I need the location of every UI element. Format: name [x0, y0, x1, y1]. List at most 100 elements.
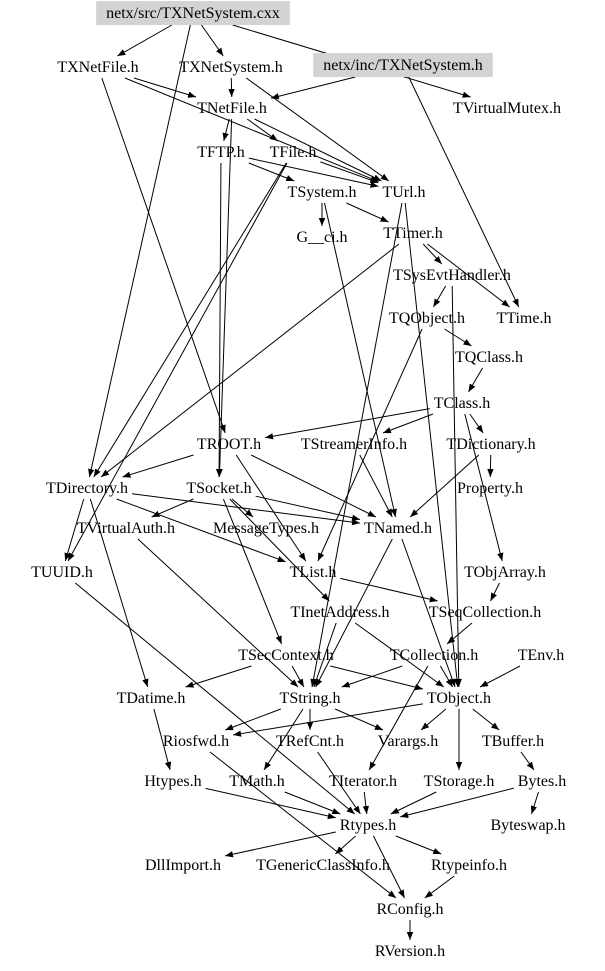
node-label: TFile.h: [270, 144, 317, 161]
node-dllimport[interactable]: DllImport.h: [145, 857, 221, 874]
node-ttimer[interactable]: TTimer.h: [383, 225, 442, 242]
edge-tdirectory-to-tdatime: [89, 498, 149, 688]
node-label: TQClass.h: [455, 349, 523, 366]
node-tnamed[interactable]: TNamed.h: [364, 520, 432, 537]
node-tstring[interactable]: TString.h: [280, 690, 341, 707]
node-label: Bytes.h: [518, 773, 566, 790]
edge-tvirtualauth-to-tstring: [137, 538, 299, 688]
node-troot[interactable]: TROOT.h: [197, 436, 261, 453]
node-tobjarray[interactable]: TObjArray.h: [464, 564, 546, 581]
node-label: Property.h: [457, 480, 523, 497]
node-tseqcollection[interactable]: TSeqCollection.h: [429, 604, 541, 621]
edges: [64, 24, 539, 940]
node-trefcnt[interactable]: TRefCnt.h: [276, 733, 344, 750]
node-inctxnetsystem[interactable]: netx/inc/TXNetSystem.h: [313, 53, 493, 77]
edge-tdictionary-to-property: [487, 454, 494, 478]
edge-tobjarray-to-tseqcollection: [490, 582, 500, 602]
node-tgenericclassinfo[interactable]: TGenericClassInfo.h: [256, 857, 390, 874]
edge-tsysevthandler-to-tobject: [451, 285, 462, 688]
node-label: Byteswap.h: [490, 817, 565, 834]
node-htypes[interactable]: Htypes.h: [144, 773, 201, 790]
edge-tcollection-to-tstring: [341, 665, 403, 688]
node-riosfwd[interactable]: Riosfwd.h: [163, 733, 229, 750]
node-txnetsystem[interactable]: TXNetSystem.h: [179, 59, 283, 76]
node-txnetfile[interactable]: TXNetFile.h: [57, 59, 138, 76]
node-tfile[interactable]: TFile.h: [270, 144, 317, 161]
node-tdictionary[interactable]: TDictionary.h: [446, 436, 535, 453]
edge-tstring-to-riosfwd: [224, 708, 282, 731]
node-tqobject[interactable]: TQObject.h: [389, 310, 465, 327]
edge-troot-to-tlist: [235, 454, 307, 562]
node-tsystem[interactable]: TSystem.h: [288, 184, 357, 201]
node-label: TUrl.h: [382, 184, 425, 201]
edge-ttimer-to-tdirectory: [100, 243, 400, 478]
edge-tfile-to-tdirectory: [93, 162, 287, 478]
node-tobject[interactable]: TObject.h: [427, 690, 491, 707]
edge-troot-to-tnamed: [250, 454, 377, 518]
node-titerator[interactable]: TIterator.h: [329, 773, 397, 790]
edge-tnetfile-to-turl: [254, 118, 382, 182]
node-tuuid[interactable]: TUUID.h: [31, 564, 93, 581]
node-label: TEnv.h: [518, 647, 565, 664]
edge-trefcnt-to-rtypes: [317, 751, 361, 815]
node-tdatime[interactable]: TDatime.h: [117, 690, 186, 707]
edge-rtypes-to-rtypeinfo: [395, 835, 442, 855]
node-varargs[interactable]: Varargs.h: [378, 733, 439, 750]
edge-tstring-to-tmath: [263, 708, 304, 771]
node-ttime[interactable]: TTime.h: [497, 310, 552, 327]
node-label: G__ci.h: [296, 229, 347, 246]
edge-rtypes-to-tgenericclassinfo: [335, 835, 356, 855]
node-tvirtualauth[interactable]: TVirtualAuth.h: [77, 520, 175, 537]
node-tnetfile[interactable]: TNetFile.h: [197, 100, 267, 117]
node-tstreamerinfo[interactable]: TStreamerInfo.h: [301, 436, 407, 453]
edge-tnetfile-to-tfile: [246, 118, 279, 142]
node-tdirectory[interactable]: TDirectory.h: [46, 480, 128, 497]
node-rversion[interactable]: RVersion.h: [375, 943, 445, 960]
edge-tbuffer-to-bytes: [520, 751, 535, 771]
node-tvirtualmutex[interactable]: TVirtualMutex.h: [453, 100, 561, 117]
node-tlist[interactable]: TList.h: [290, 564, 337, 581]
node-tsocket[interactable]: TSocket.h: [186, 480, 251, 497]
node-label: TROOT.h: [197, 436, 261, 453]
node-label: TVirtualAuth.h: [77, 520, 175, 537]
edge-tnamed-to-tobject: [401, 538, 456, 688]
edge-tseccontext-to-tobject: [330, 665, 424, 691]
node-tenv[interactable]: TEnv.h: [518, 647, 565, 664]
node-bytes[interactable]: Bytes.h: [518, 773, 566, 790]
edge-tdirectory-to-tnamed: [131, 493, 361, 526]
node-label: TCollection.h: [390, 647, 478, 664]
node-tsysevthandler[interactable]: TSysEvtHandler.h: [393, 267, 511, 284]
edge-riosfwd-to-rconfig: [209, 751, 397, 899]
node-tcollection[interactable]: TCollection.h: [390, 647, 478, 664]
node-tftp[interactable]: TFTP.h: [197, 144, 245, 161]
node-messagetypes[interactable]: MessageTypes.h: [213, 520, 319, 537]
edge-bytes-to-rtypes: [400, 787, 514, 818]
edge-tobject-to-tbuffer: [472, 708, 500, 731]
node-g__ci[interactable]: G__ci.h: [296, 229, 347, 246]
edge-tclass-to-troot: [264, 408, 430, 440]
edge-tinetaddress-to-tstring: [313, 622, 337, 688]
node-property[interactable]: Property.h: [457, 480, 523, 497]
node-rconfig[interactable]: RConfig.h: [376, 901, 443, 918]
node-label: RConfig.h: [376, 901, 443, 918]
node-tstorage[interactable]: TStorage.h: [424, 773, 495, 790]
node-tseccontext[interactable]: TSecContext.h: [238, 647, 334, 664]
node-byteswap[interactable]: Byteswap.h: [490, 817, 565, 834]
node-rtypes[interactable]: Rtypes.h: [340, 817, 396, 834]
edge-tseccontext-to-tstring: [291, 665, 305, 688]
edge-troot-to-tdirectory: [122, 454, 194, 478]
node-tclass[interactable]: TClass.h: [434, 395, 490, 412]
node-tmath[interactable]: TMath.h: [229, 773, 285, 790]
node-tqclass[interactable]: TQClass.h: [455, 349, 523, 366]
edge-tstorage-to-rtypes: [390, 791, 437, 815]
node-label: TString.h: [280, 690, 341, 707]
node-tinetaddress[interactable]: TInetAddress.h: [290, 604, 389, 621]
edge-tfile-to-tuuid: [67, 162, 288, 562]
edge-txnetfile-to-tnetfile: [133, 77, 197, 98]
node-cxx[interactable]: netx/src/TXNetSystem.cxx: [96, 1, 290, 25]
node-rtypeinfo[interactable]: Rtypeinfo.h: [431, 857, 507, 874]
node-turl[interactable]: TUrl.h: [382, 184, 425, 201]
node-tbuffer[interactable]: TBuffer.h: [482, 733, 544, 750]
edge-inctxnetsystem-to-ttime: [408, 76, 520, 308]
